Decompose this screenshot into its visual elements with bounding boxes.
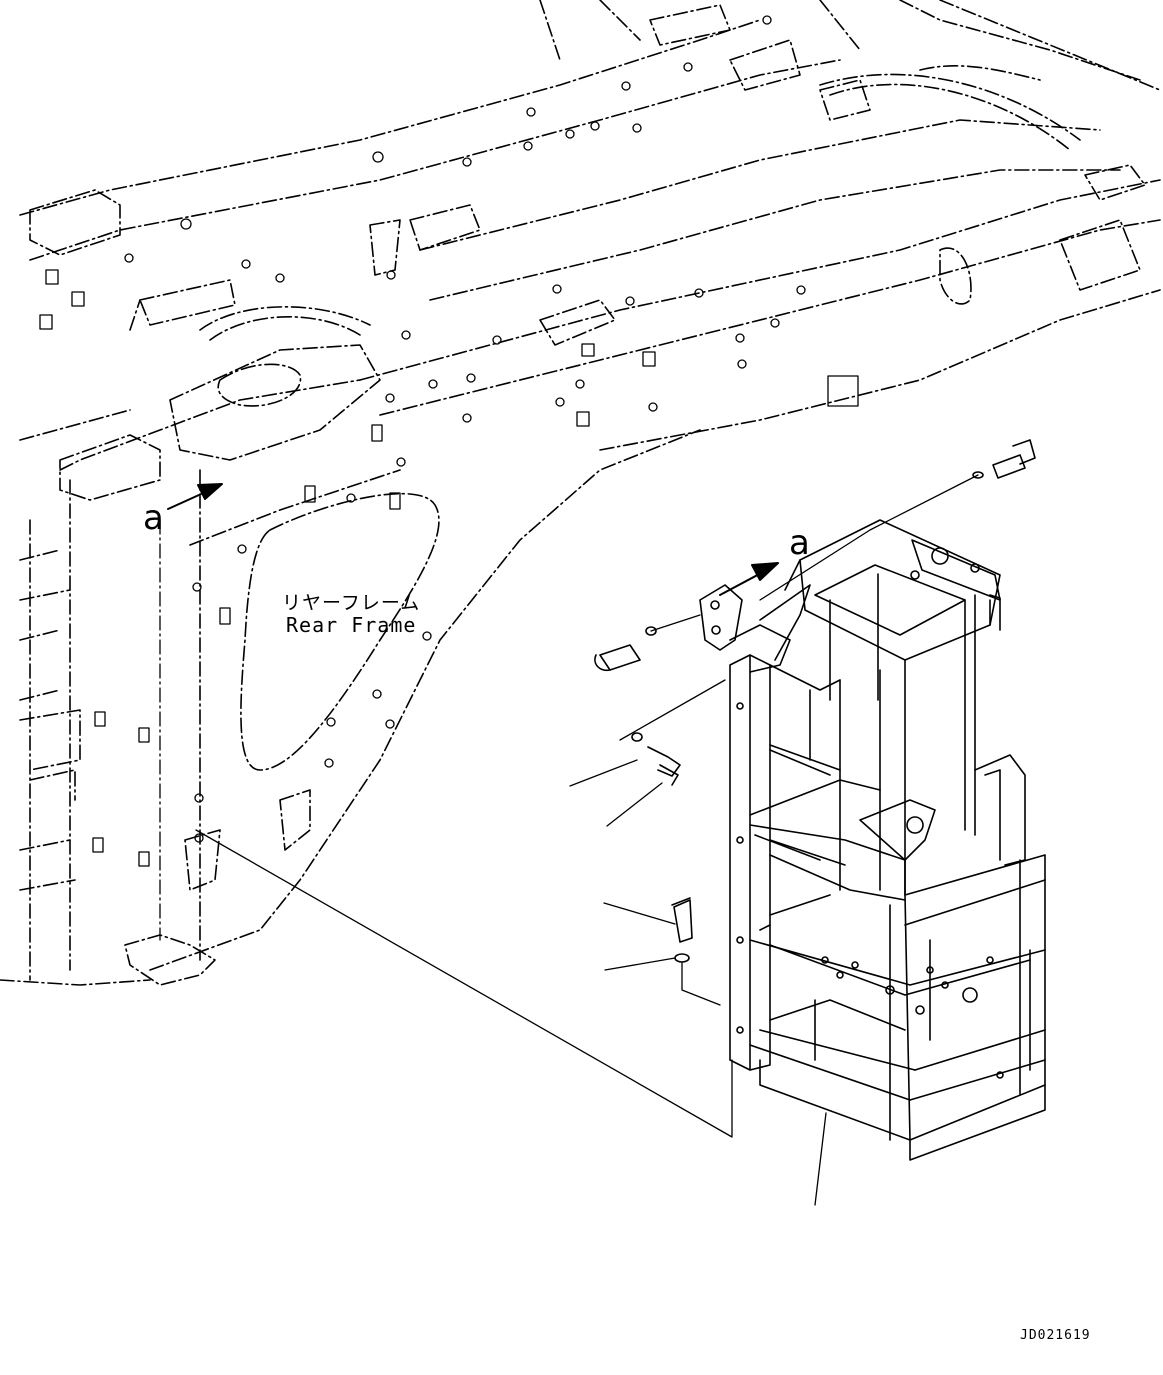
leader-lines: [159, 474, 979, 1206]
rear-frame-label-english: Rear Frame: [286, 613, 417, 637]
stand-assembly: [594, 439, 1046, 1161]
frame-holes: [39, 15, 859, 867]
arrow-a-left: [167, 483, 223, 510]
drawing-code: JD021619: [1020, 1328, 1091, 1343]
arrow-a-right: [719, 562, 779, 596]
rear-frame-outline: [0, 0, 1161, 986]
rear-frame-label-japanese: リヤーフレーム: [282, 592, 421, 614]
detail-mark-left: a: [143, 498, 164, 538]
detail-mark-right: a: [789, 523, 810, 563]
